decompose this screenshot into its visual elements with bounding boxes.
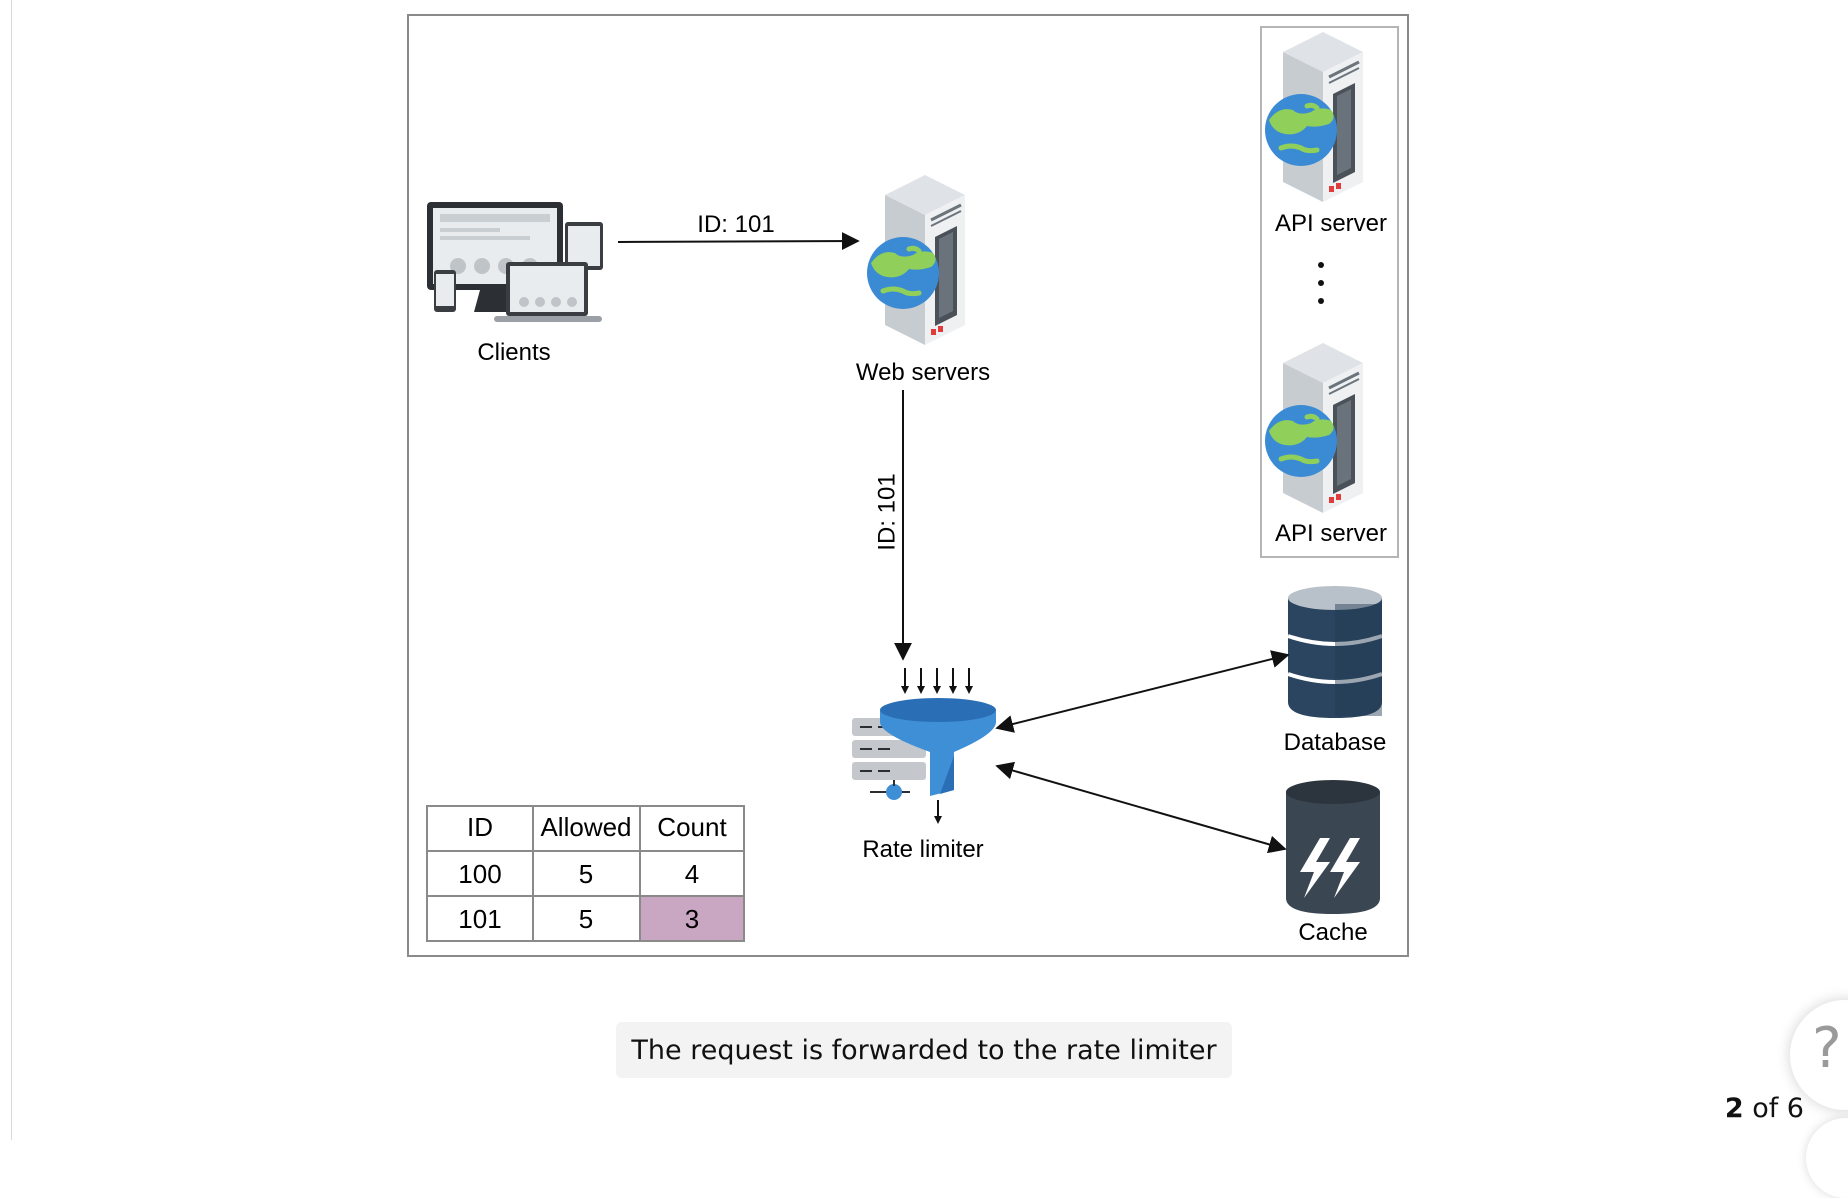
web-servers-label: Web servers	[856, 359, 990, 386]
lightning-icon-2	[1330, 838, 1360, 898]
edge-label-clients-to-web: ID: 101	[697, 211, 774, 238]
rate-limiter-label: Rate limiter	[862, 836, 983, 863]
table-cell: 4	[685, 859, 699, 889]
table-header-count: Count	[657, 812, 727, 842]
slide-caption: The request is forwarded to the rate lim…	[616, 1022, 1232, 1078]
diagram-frame	[407, 14, 1409, 957]
lightning-icon-1	[1300, 838, 1330, 898]
diagram-canvas: Clients ID: 101 Web servers ID: 101 API …	[407, 14, 1409, 957]
cache-icon	[1286, 780, 1380, 914]
clients-icon	[427, 202, 603, 322]
table-header-allowed: Allowed	[540, 812, 631, 842]
clients-label: Clients	[477, 339, 550, 366]
edge-limiter-cache	[995, 761, 1287, 854]
pager-current: 2	[1724, 1093, 1744, 1124]
table-cell: 101	[458, 904, 501, 934]
page-left-border	[11, 0, 12, 1140]
question-mark-icon: ?	[1812, 1016, 1842, 1081]
api-server-icon-bottom	[1265, 343, 1363, 513]
rate-limiter-icon	[852, 668, 996, 824]
pager-total: of 6	[1752, 1093, 1804, 1124]
edge-clients-to-web	[617, 232, 860, 251]
table-cell: 5	[579, 859, 593, 889]
edge-label-web-to-limiter: ID: 101	[873, 473, 900, 550]
api-server-label-bottom: API server	[1275, 520, 1387, 547]
cache-label: Cache	[1298, 919, 1367, 946]
table-cell-highlighted: 3	[685, 904, 699, 934]
table-cell: 100	[458, 859, 501, 889]
api-server-group-box	[1260, 26, 1399, 558]
highlight-cell	[640, 896, 744, 941]
web-server-icon	[867, 175, 965, 345]
table-header-id: ID	[467, 812, 493, 842]
rate-table: ID Allowed Count 100 5 4 101 5 3	[426, 805, 745, 942]
database-icon	[1287, 586, 1383, 718]
edge-limiter-database	[995, 650, 1290, 733]
database-label: Database	[1284, 729, 1387, 756]
slide-pager: 2 of 6	[1725, 1093, 1804, 1124]
table-cell: 5	[579, 904, 593, 934]
vertical-ellipsis	[1318, 262, 1324, 304]
api-server-label-top: API server	[1275, 210, 1387, 237]
api-server-icon-top	[1265, 32, 1363, 202]
